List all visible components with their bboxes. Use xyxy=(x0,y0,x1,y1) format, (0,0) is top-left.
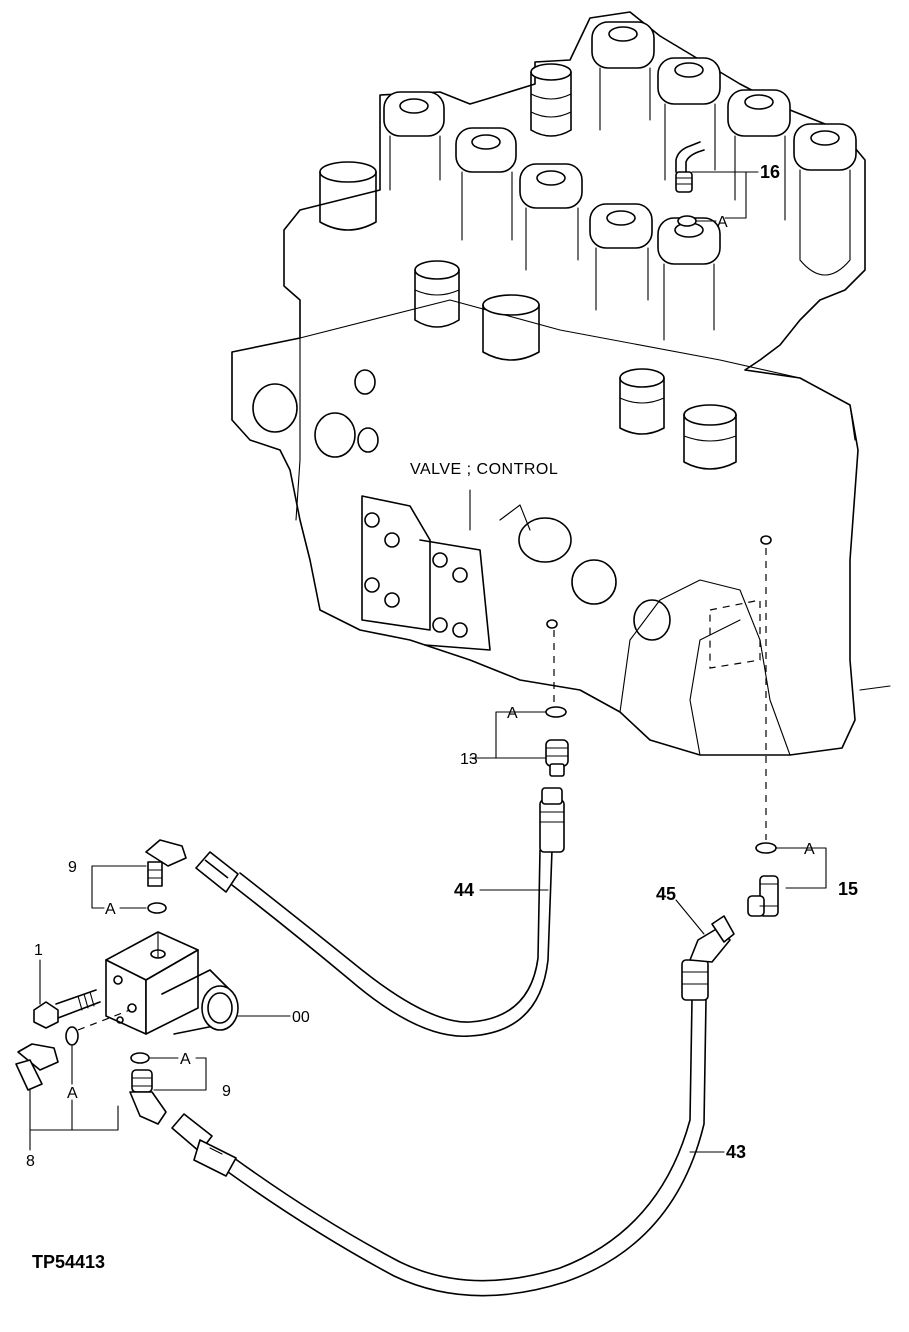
part-16-o-ring xyxy=(677,215,697,227)
callout-44: 44 xyxy=(454,880,474,900)
part-43-hose xyxy=(171,999,725,1297)
part-9-bottom-o-ring xyxy=(130,1052,150,1064)
callout-13: 13 xyxy=(460,751,478,768)
part-15-tee-fitting xyxy=(747,535,827,917)
valve-ports xyxy=(383,21,857,341)
part-45-elbow-fitting xyxy=(675,899,735,1001)
callout-a-16: A xyxy=(717,214,728,231)
part-1-bolt xyxy=(33,959,101,1029)
part-9-top-elbow xyxy=(91,839,187,914)
callout-a-block-bottom: A xyxy=(180,1051,191,1068)
part-8-elbow-fitting xyxy=(15,1009,131,1151)
part-44-hose xyxy=(195,787,565,1038)
callout-9-bottom: 9 xyxy=(222,1083,231,1100)
part-8-o-ring xyxy=(65,1026,79,1046)
valve-side-features xyxy=(252,369,761,669)
callout-43: 43 xyxy=(726,1142,746,1162)
control-valve-illustration: VALVE ; CONTROL xyxy=(231,11,891,756)
callout-9-top: 9 xyxy=(68,859,77,876)
valve-title: VALVE ; CONTROL xyxy=(410,461,558,478)
part-15-o-ring xyxy=(755,842,777,854)
part-13-straight-fitting xyxy=(469,619,569,777)
callout-a-block-top: A xyxy=(105,901,116,918)
part-9-top-o-ring xyxy=(147,902,167,914)
callout-a-8: A xyxy=(67,1085,78,1102)
callout-a-15: A xyxy=(804,841,815,858)
callout-8: 8 xyxy=(26,1153,35,1170)
part-9-bottom-elbow xyxy=(129,1052,207,1125)
valve-caps xyxy=(319,63,737,470)
callout-15: 15 xyxy=(838,879,858,899)
callout-00: 00 xyxy=(292,1009,310,1026)
callout-a-13: A xyxy=(507,705,518,722)
callout-1: 1 xyxy=(34,942,43,959)
part-13-o-ring xyxy=(545,706,567,718)
callout-45: 45 xyxy=(656,884,676,904)
reference-code: TP54413 xyxy=(32,1252,105,1272)
callout-16: 16 xyxy=(760,162,780,182)
part-16-elbow-fitting xyxy=(675,141,759,227)
part-00-valve-block xyxy=(105,931,291,1035)
